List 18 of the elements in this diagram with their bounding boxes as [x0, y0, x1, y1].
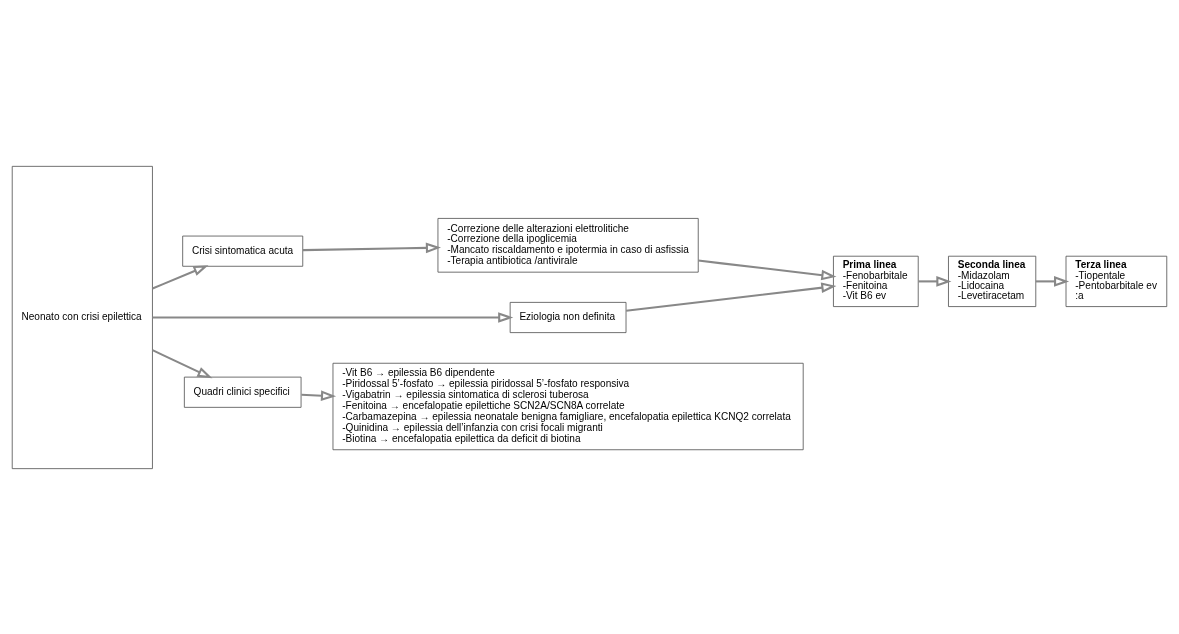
node-box: Eziologia non definita [509, 301, 627, 333]
arrow [152, 348, 213, 378]
arrow [698, 259, 837, 280]
node-box: Neonato con crisi epilettica [11, 165, 153, 469]
arrow [1035, 275, 1070, 287]
arrow [152, 311, 514, 323]
node-box: Quadri clinici specifici [183, 376, 302, 408]
arrow [301, 389, 337, 401]
node-box: Crisi sintomatica acuta [182, 235, 304, 267]
node-box: Terza linea -Tiopentale -Pentobarbitale ev :a [1065, 255, 1168, 307]
node-box: -Vit B6 → epilessia B6 dipendente -Piridossal 5’-fosfato → epilessia piridossal 5’-fosfato responsiva -Vigabatrin → epilessia sintomatica di sclerosi tuberosa -Fenitoina → encefalopatie epilettiche SCN2A/SCN8A correlate -Carbamazepina → epilessia neonatale benigna famigliare, encefalopatia epilettica KCNQ2 correlata -Quinidina → epilessia dell’infanzia con crisi focali migranti -Biotina → encefalopatia epilettica da deficit di biotina [332, 362, 804, 450]
arrow [302, 242, 441, 253]
node-box: Prima linea -Fenobarbitale -Fenitoina -Vit B6 ev [833, 255, 919, 307]
arrow [918, 275, 952, 287]
arrow [152, 264, 209, 289]
node-box: -Correzione delle alterazioni elettrolitiche -Correzione della ipoglicemia -Mancato riscaldamento e ipotermia in caso di asfissia -Terapia antibiotica /antivirale [437, 217, 699, 273]
arrow [626, 281, 837, 312]
node-box: Seconda linea -Midazolam -Lidocaina -Levetiracetam [948, 255, 1037, 307]
